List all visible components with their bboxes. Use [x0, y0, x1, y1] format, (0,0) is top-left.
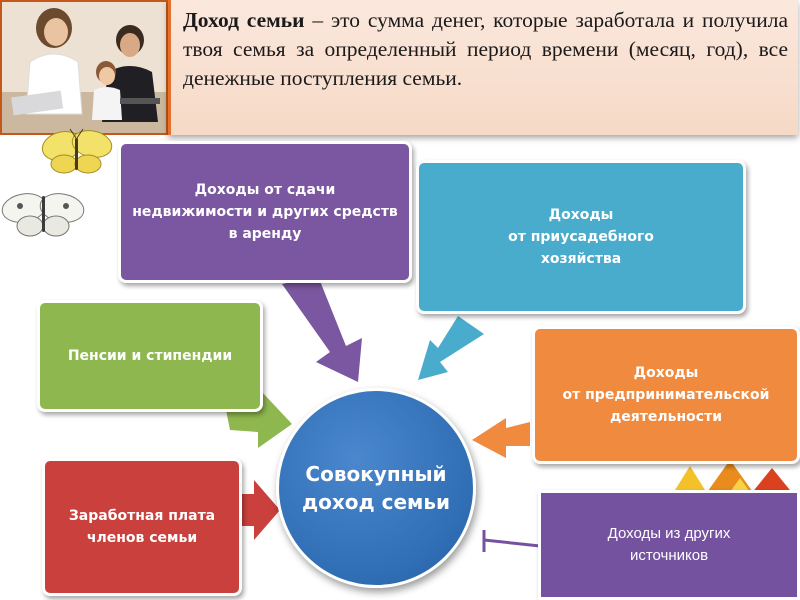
income-rent-line1: Доходы от сдачи — [195, 179, 336, 201]
income-farm-box: Доходы от приусадебного хозяйства — [416, 160, 746, 314]
income-business-line3: деятельности — [610, 406, 722, 428]
total-income-line1: Совокупный — [305, 460, 446, 488]
income-pension-label: Пенсии и стипендии — [68, 345, 232, 367]
income-business-line1: Доходы — [634, 362, 699, 384]
income-salary-line2: членов семьи — [87, 527, 197, 549]
income-business-line2: от предпринимательской — [563, 384, 770, 406]
arrow-business — [472, 418, 530, 458]
income-pension-box: Пенсии и стипендии — [37, 300, 263, 412]
income-other-box: Доходы из других источников — [538, 490, 800, 600]
income-rent-line2: недвижимости и других средств в аренду — [121, 201, 409, 245]
income-farm-line1: Доходы — [549, 204, 614, 226]
income-other-line1: Доходы из других — [608, 523, 731, 545]
arrow-rent — [282, 276, 362, 382]
income-other-line2: источников — [630, 545, 708, 567]
arrow-other — [484, 540, 540, 546]
income-farm-line2: от приусадебного — [508, 226, 654, 248]
income-farm-line3: хозяйства — [541, 248, 621, 270]
total-income-circle: Совокупный доход семьи — [276, 388, 476, 588]
income-business-box: Доходы от предпринимательской деятельнос… — [532, 326, 800, 464]
income-rent-box: Доходы от сдачи недвижимости и других ср… — [118, 141, 412, 283]
arrow-farm — [418, 316, 484, 380]
arrow-salary — [240, 480, 280, 540]
income-salary-line1: Заработная плата — [69, 505, 215, 527]
total-income-line2: доход семьи — [302, 488, 450, 516]
income-salary-box: Заработная плата членов семьи — [42, 458, 242, 596]
